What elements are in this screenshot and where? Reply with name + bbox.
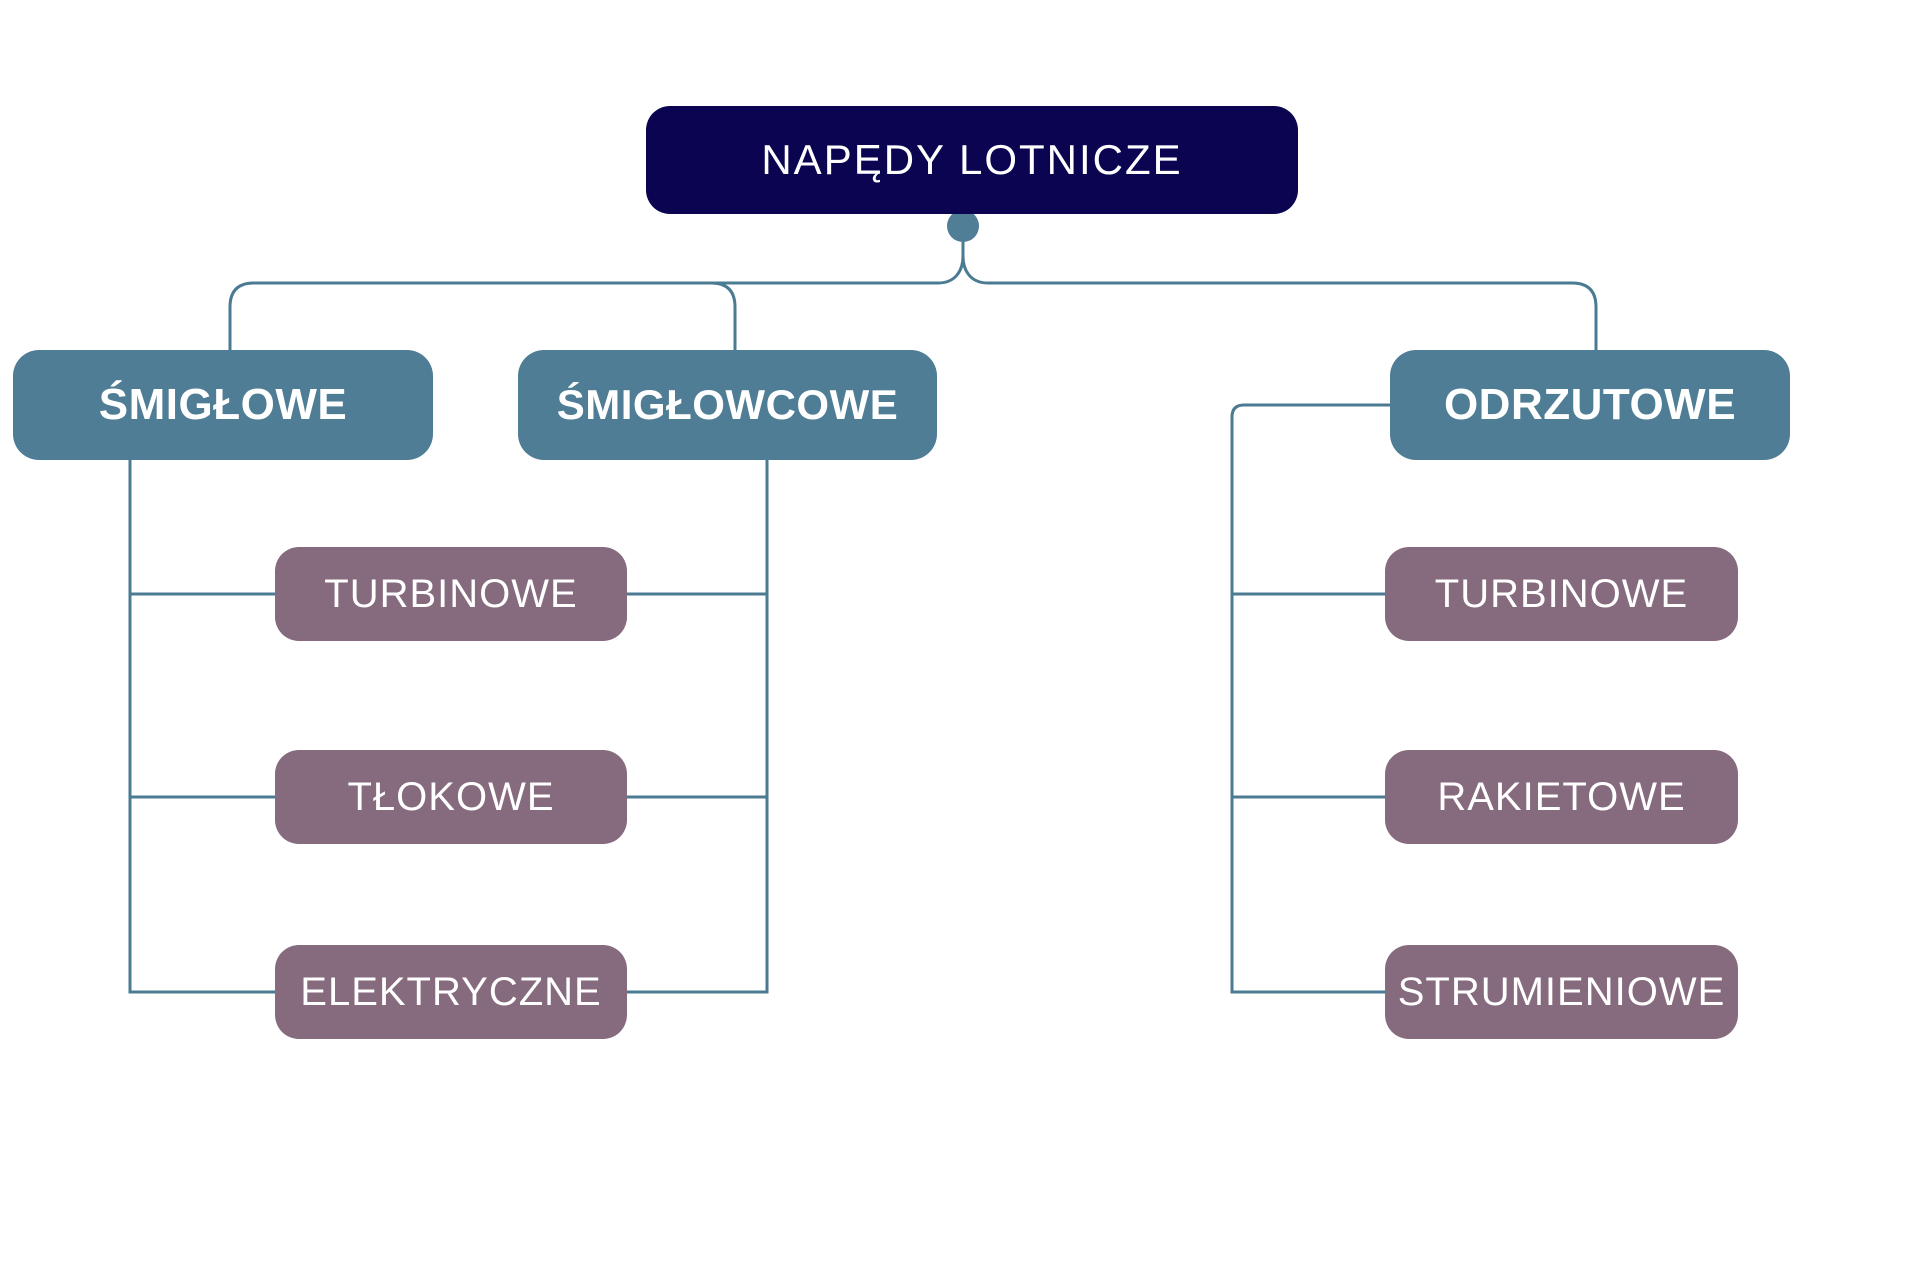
child-elektryczne: ELEKTRYCZNE (275, 945, 627, 1039)
connector-root-left (228, 240, 965, 350)
child-tlokowe-label: TŁOKOWE (347, 774, 555, 819)
connector-smiglowcowe-drop (627, 460, 769, 994)
child-tlokowe: TŁOKOWE (275, 750, 627, 844)
child-rakietowe-label: RAKIETOWE (1437, 774, 1686, 819)
child-turbinowe-right: TURBINOWE (1385, 547, 1738, 641)
child-strumieniowe: STRUMIENIOWE (1385, 945, 1738, 1039)
root-node: NAPĘDY LOTNICZE (646, 106, 1298, 214)
branch-smiglowe: ŚMIGŁOWE (13, 350, 433, 460)
connector-odrzutowe-drop (1230, 403, 1390, 994)
child-elektryczne-label: ELEKTRYCZNE (300, 969, 602, 1014)
branch-smiglowcowe-label: ŚMIGŁOWCOWE (556, 381, 899, 428)
branch-smiglowcowe: ŚMIGŁOWCOWE (518, 350, 937, 460)
root-label: NAPĘDY LOTNICZE (761, 136, 1183, 183)
connector-root-mid (710, 281, 737, 350)
child-turbinowe-left: TURBINOWE (275, 547, 627, 641)
child-rakietowe: RAKIETOWE (1385, 750, 1738, 844)
branch-smiglowe-label: ŚMIGŁOWE (98, 380, 348, 429)
branch-odrzutowe: ODRZUTOWE (1390, 350, 1790, 460)
branch-dot (947, 210, 979, 242)
child-strumieniowe-label: STRUMIENIOWE (1397, 969, 1726, 1014)
connector-smiglowe-drop (128, 460, 275, 994)
child-turbinowe-right-label: TURBINOWE (1434, 571, 1689, 616)
child-turbinowe-left-label: TURBINOWE (324, 571, 578, 616)
connector-root-right (961, 255, 1598, 350)
branch-odrzutowe-label: ODRZUTOWE (1443, 380, 1737, 429)
